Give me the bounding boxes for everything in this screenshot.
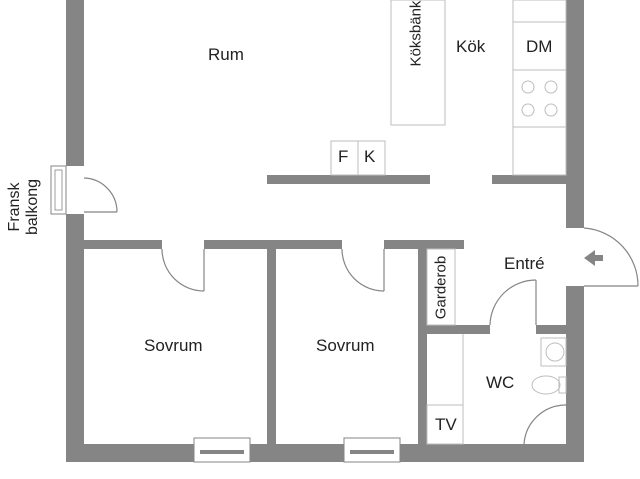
room-label-koksbank: Köksbänk xyxy=(407,0,425,67)
doors xyxy=(83,177,639,445)
wall-left-upper xyxy=(66,0,84,166)
door-bedroom2-arc xyxy=(341,248,385,292)
stove-burner-3 xyxy=(521,103,535,117)
wall-bedroom2-right xyxy=(418,249,427,444)
stove-burner-1 xyxy=(521,80,535,94)
fransk-line-2: balkong xyxy=(24,178,41,236)
wc-fixtures xyxy=(531,337,567,395)
room-label-kok: Kök xyxy=(456,37,486,56)
interior-walls xyxy=(84,175,566,444)
wall-bedrooms-top-a xyxy=(84,240,162,249)
room-label-sovrum-2: Sovrum xyxy=(316,336,375,355)
window-bedroom2-sill xyxy=(350,450,394,454)
door-balcony-arc xyxy=(83,177,118,213)
sink-bowl xyxy=(545,342,565,362)
entrance-arrow-icon xyxy=(584,250,603,266)
room-label-rum: Rum xyxy=(208,45,244,64)
kitchen-fixtures xyxy=(330,0,567,176)
window-balcony xyxy=(50,165,67,215)
window-bedroom1-sill xyxy=(200,450,244,454)
stove-burner-2 xyxy=(544,80,558,94)
wall-right-upper xyxy=(566,0,584,228)
wall-bedrooms-top-c xyxy=(384,240,464,249)
closet-label-tv: TV xyxy=(435,415,457,434)
wall-left-lower xyxy=(66,214,84,462)
toilet-bowl xyxy=(531,375,561,395)
label-fransk-balkong: Fransk balkong xyxy=(6,167,42,247)
wall-bottom xyxy=(66,444,584,462)
wall-bedrooms-top-b xyxy=(204,240,342,249)
room-label-sovrum-1: Sovrum xyxy=(144,336,203,355)
appliance-label-k: K xyxy=(364,147,376,166)
wall-right-lower xyxy=(566,286,584,462)
windows xyxy=(50,165,401,463)
kitchen-counter xyxy=(512,0,567,176)
outer-walls xyxy=(66,0,584,462)
room-label-entre: Entré xyxy=(504,254,545,273)
room-label-garderob: Garderob xyxy=(432,255,450,320)
room-label-wc: WC xyxy=(486,373,515,392)
door-entrance-arc xyxy=(583,227,639,287)
door-wc-inner-arc xyxy=(523,404,567,445)
wall-living-divider xyxy=(267,175,430,184)
fransk-line-1: Fransk xyxy=(6,182,23,232)
wall-wc-top-a xyxy=(427,325,490,334)
wall-between-bedrooms xyxy=(267,249,276,444)
sink-box xyxy=(540,337,567,367)
window-balcony-inner xyxy=(54,169,63,211)
room-label-dm: DM xyxy=(526,37,553,56)
stove-burner-4 xyxy=(544,103,558,117)
wardrobe-box xyxy=(426,248,456,326)
wall-wc-top-b xyxy=(536,325,566,334)
kitchen-island xyxy=(390,0,446,126)
toilet-tank xyxy=(558,376,567,394)
door-bedroom1-arc xyxy=(161,248,205,292)
closets xyxy=(426,248,464,445)
door-wc-arc xyxy=(489,279,537,326)
appliance-label-f: F xyxy=(338,147,349,166)
wall-kitchen-divider xyxy=(492,175,566,184)
freezer-box xyxy=(357,140,386,176)
